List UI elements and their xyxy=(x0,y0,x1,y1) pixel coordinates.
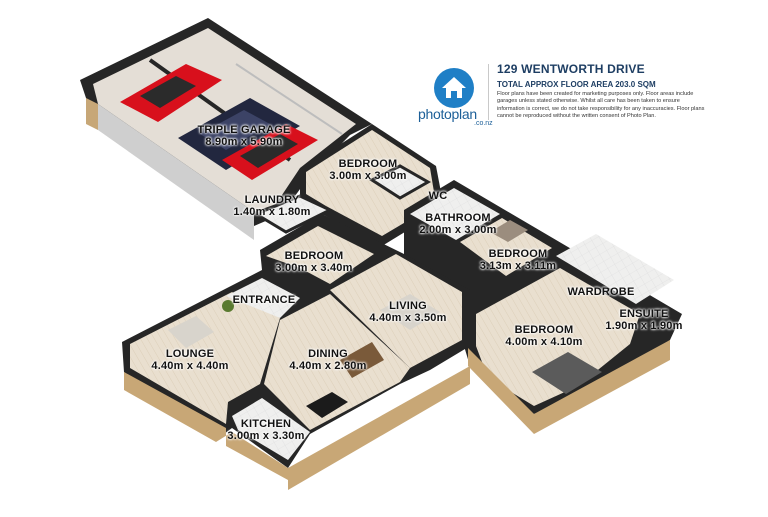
cars xyxy=(120,64,318,180)
room-label-living: LIVING 4.40m x 3.50m xyxy=(358,300,458,324)
room-name: BEDROOM xyxy=(338,158,398,170)
room-name: WARDROBE xyxy=(567,286,635,298)
north-wing xyxy=(252,124,444,246)
garage-wall-face xyxy=(86,98,98,130)
room-name: BEDROOM xyxy=(514,324,574,336)
garage-wall-face-2 xyxy=(98,104,254,240)
room-dims: 8.90m x 5.90m xyxy=(205,136,283,148)
room-label-wc: WC xyxy=(418,190,458,202)
kitchen-stove xyxy=(306,392,348,418)
header-divider xyxy=(488,64,489,120)
room-name: LAUNDRY xyxy=(244,194,300,206)
room-name: LIVING xyxy=(389,300,427,312)
car-red-1 xyxy=(120,64,222,122)
room-name: TRIPLE GARAGE xyxy=(197,124,291,136)
brand-name: photoplan xyxy=(418,106,477,122)
room-label-laundry: LAUNDRY 1.40m x 1.80m xyxy=(222,194,322,218)
laundry-floor xyxy=(252,194,334,234)
room-name: BATHROOM xyxy=(425,212,491,224)
bedroom-2-floor xyxy=(460,218,552,276)
room-label-wardrobe: WARDROBE xyxy=(558,286,644,298)
room-label-bedroom-2: BEDROOM 3.13m x 3.11m xyxy=(468,248,568,272)
living-block xyxy=(122,214,470,490)
brand-suffix: .co.nz xyxy=(474,120,493,127)
house-icon xyxy=(434,68,474,108)
room-name: BEDROOM xyxy=(488,248,548,260)
room-name: BEDROOM xyxy=(284,250,344,262)
room-label-triple-garage: TRIPLE GARAGE 8.90m x 5.90m xyxy=(194,124,294,148)
wardrobe-ensuite-floor xyxy=(556,234,674,304)
car-navy xyxy=(178,98,300,170)
room-label-master-bedroom: BEDROOM 4.00m x 4.10m xyxy=(494,324,594,348)
room-dims: 3.13m x 3.11m xyxy=(479,260,557,272)
room-dims: 3.00m x 3.30m xyxy=(227,430,305,442)
room-name: DINING xyxy=(308,348,348,360)
room-label-kitchen: KITCHEN 3.00m x 3.30m xyxy=(216,418,316,442)
room-dims: 1.40m x 1.80m xyxy=(233,206,311,218)
room-name: ENSUITE xyxy=(619,308,669,320)
property-info: 129 WENTWORTH DRIVE TOTAL APPROX FLOOR A… xyxy=(497,62,709,121)
bed-2 xyxy=(490,220,528,242)
master-bedroom-floor xyxy=(476,268,640,406)
room-label-ensuite: ENSUITE 1.90m x 1.90m xyxy=(598,308,690,332)
south-wall-face-2 xyxy=(288,366,470,490)
master-bed xyxy=(532,352,602,394)
kitchen-floor xyxy=(232,398,310,460)
car-red-2 xyxy=(222,124,318,180)
room-dims: 4.40m x 4.40m xyxy=(151,360,229,372)
room-label-entrance: ENTRANCE xyxy=(226,294,302,306)
room-name: WC xyxy=(428,190,448,202)
bedroom-3-floor xyxy=(266,226,374,284)
east-wall-face-2 xyxy=(534,340,670,434)
lounge-floor xyxy=(130,292,280,424)
bathroom-floor xyxy=(410,188,500,240)
garage-door-line xyxy=(235,63,343,135)
room-dims: 1.90m x 1.90m xyxy=(605,320,683,332)
bedroom-1-floor xyxy=(306,130,436,236)
room-dims: 3.00m x 3.00m xyxy=(329,170,407,182)
room-dims: 2.00m x 3.00m xyxy=(419,224,497,236)
lounge-sofa xyxy=(168,316,214,348)
wc-floor xyxy=(368,164,432,200)
living-sofa xyxy=(380,294,440,330)
brand-logo: photoplan .co.nz xyxy=(418,62,504,127)
room-name: KITCHEN xyxy=(240,418,292,430)
entrance-plant xyxy=(222,300,234,312)
room-dims: 4.40m x 2.80m xyxy=(289,360,367,372)
room-label-bedroom-1: BEDROOM 3.00m x 3.00m xyxy=(318,158,418,182)
east-wing xyxy=(404,180,682,434)
room-label-bathroom: BATHROOM 2.00m x 3.00m xyxy=(408,212,508,236)
room-label-lounge: LOUNGE 4.40m x 4.40m xyxy=(140,348,240,372)
room-name: LOUNGE xyxy=(165,348,215,360)
dining-table xyxy=(340,342,384,378)
entrance-floor xyxy=(226,278,300,318)
room-dims: 3.00m x 3.40m xyxy=(275,262,353,274)
floor-area: TOTAL APPROX FLOOR AREA 203.0 SQM xyxy=(497,80,656,89)
room-dims: 4.40m x 3.50m xyxy=(369,312,447,324)
property-address: 129 WENTWORTH DRIVE xyxy=(497,62,645,76)
room-label-dining: DINING 4.40m x 2.80m xyxy=(278,348,378,372)
dining-floor xyxy=(264,294,410,430)
east-wall-face xyxy=(468,348,534,434)
room-dims: 4.00m x 4.10m xyxy=(505,336,583,348)
room-name: ENTRANCE xyxy=(232,294,296,306)
room-label-bedroom-3: BEDROOM 3.00m x 3.40m xyxy=(264,250,364,274)
disclaimer-text: Floor plans have been created for market… xyxy=(497,91,705,120)
south-wall-face xyxy=(124,372,288,480)
